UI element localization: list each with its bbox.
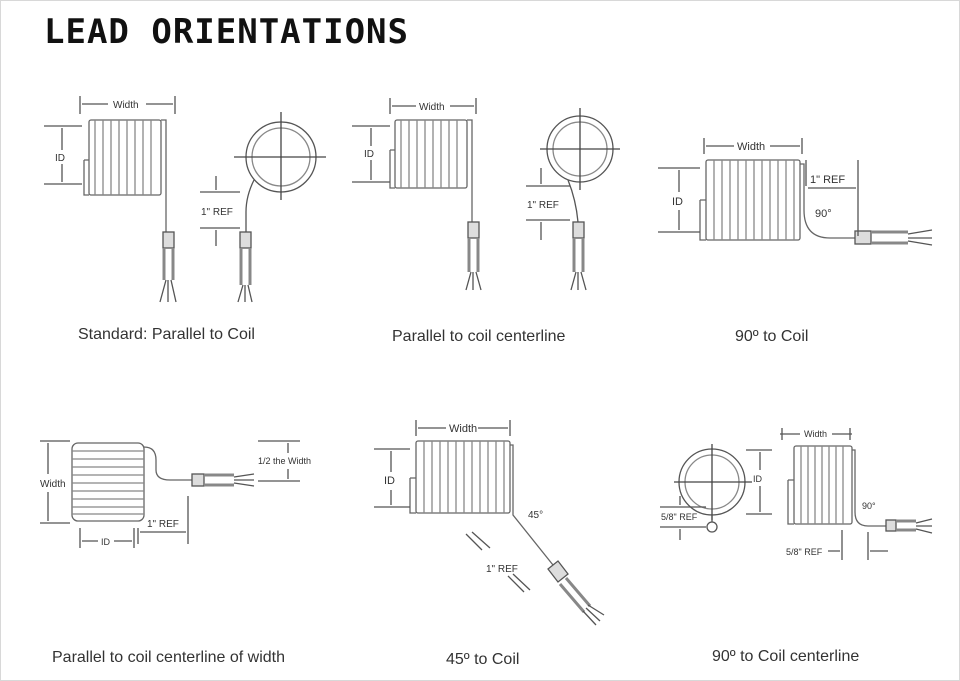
ref-label: 1" REF	[810, 174, 845, 186]
angle-label: 45°	[528, 510, 543, 521]
ref-dimension: 1" REF	[526, 168, 570, 240]
lead-wire	[191, 473, 255, 487]
panel-parallel-centerline: Width ID 1" REF	[352, 98, 620, 291]
caption-panel-4: Parallel to coil centerline of width	[52, 649, 286, 666]
caption-panel-2: Parallel to coil centerline	[392, 328, 566, 345]
ref-label: 5/8" REF	[786, 547, 823, 557]
coil-side-view	[389, 119, 473, 222]
angle-label: 90°	[815, 208, 832, 220]
lead-wire	[885, 518, 933, 534]
ref-label: 1" REF	[201, 207, 233, 218]
width-label: Width	[449, 423, 477, 435]
width-dimension: Width	[40, 440, 70, 524]
coil-side-view	[699, 159, 855, 241]
id-dimension: ID	[79, 528, 135, 548]
width-dimension: Width	[389, 98, 477, 114]
id-label: ID	[55, 153, 65, 164]
coil-end-view	[540, 108, 620, 291]
ref-dimension: 1" REF	[465, 531, 531, 593]
panel-parallel-centerline-of-width: Width 1/2 the Width ID 1" REF	[40, 440, 311, 548]
panel-standard-parallel: Width ID 1" REF	[44, 96, 326, 303]
ref-label: 1" REF	[147, 519, 179, 530]
width-label: Width	[804, 429, 827, 439]
id-label: ID	[384, 475, 395, 487]
id-dimension: ID	[374, 448, 410, 508]
angle-label: 90°	[862, 501, 876, 511]
width-label: Width	[40, 479, 66, 490]
id-dimension: ID	[746, 449, 772, 515]
lead-wire	[854, 229, 933, 246]
id-label: ID	[672, 196, 683, 208]
width-label: Width	[419, 102, 445, 113]
panel-90-to-coil: Width ID 1" REF 90°	[658, 138, 933, 246]
page-title: LEAD ORIENTATIONS	[44, 12, 409, 52]
id-dimension: ID	[352, 125, 390, 183]
coil-side-view	[71, 442, 192, 522]
id-dimension: ID	[44, 125, 82, 185]
coil-side-view	[83, 119, 167, 232]
lead-wire	[465, 221, 482, 291]
caption-panel-5: 45º to Coil	[446, 651, 520, 668]
panel-90-to-coil-centerline: ID 5/8" REF Width 90° 5/8" REF	[660, 427, 933, 560]
id-dimension: ID	[658, 167, 700, 233]
coil-end-view	[234, 112, 326, 303]
ref-label: 1" REF	[527, 200, 559, 211]
coil-side-view	[409, 440, 554, 566]
half-width-dimension: 1/2 the Width	[258, 440, 311, 482]
width-dimension: Width	[703, 138, 803, 154]
ref-dimension: 1" REF	[805, 160, 859, 236]
coil-end-view	[674, 444, 752, 533]
width-dimension: Width	[415, 420, 511, 436]
lead-wire	[159, 231, 177, 303]
coil-side-view	[787, 445, 886, 527]
panel-45-to-coil: Width ID 45° 1" REF	[374, 420, 605, 626]
width-dimension: Width	[79, 96, 176, 114]
ref-dimension-end: 5/8" REF	[660, 496, 706, 540]
width-dimension: Width	[780, 427, 852, 440]
id-label: ID	[101, 537, 111, 547]
caption-panel-1: Standard: Parallel to Coil	[78, 326, 255, 343]
ref-dimension: 1" REF	[200, 176, 240, 246]
ref-label: 5/8" REF	[661, 512, 698, 522]
width-label: Width	[113, 100, 139, 111]
caption-panel-6: 90º to Coil centerline	[712, 648, 860, 665]
id-label: ID	[753, 474, 763, 484]
half-width-label: 1/2 the Width	[258, 456, 311, 466]
id-label: ID	[364, 149, 374, 160]
caption-panel-3: 90º to Coil	[735, 328, 809, 345]
ref-dimension-side: 5/8" REF	[786, 530, 888, 560]
lead-wire	[547, 560, 605, 626]
width-label: Width	[737, 141, 765, 153]
ref-dimension: 1" REF	[137, 496, 189, 544]
ref-label: 1" REF	[486, 564, 518, 575]
